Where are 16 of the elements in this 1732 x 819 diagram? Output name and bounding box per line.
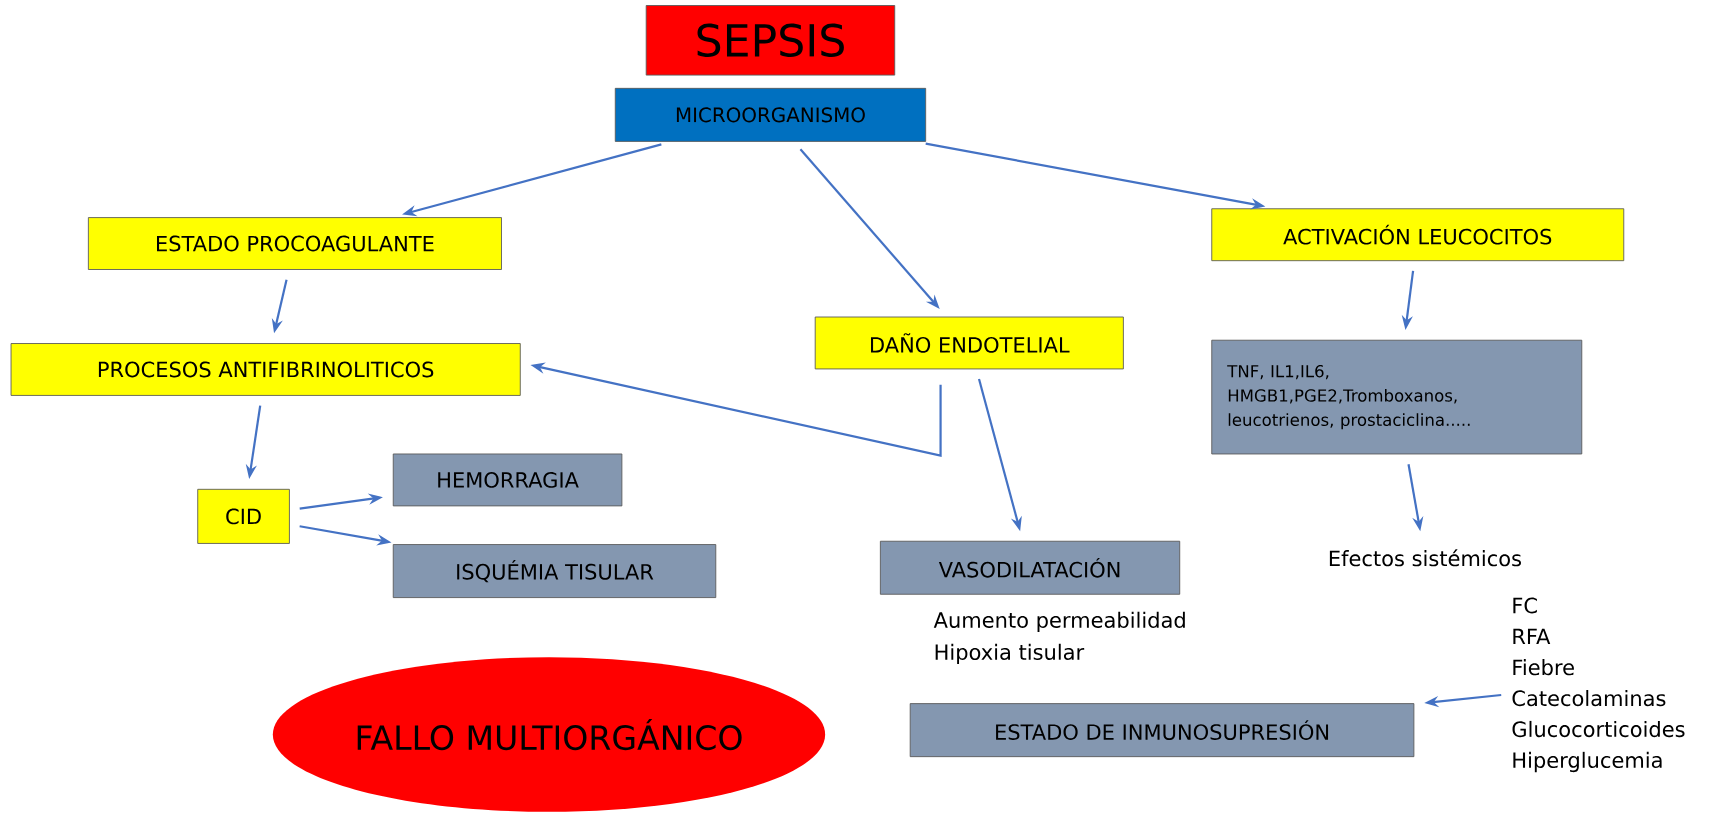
process-box: VASODILATACIÓN: [879, 541, 1181, 595]
text-label: Efectos sistémicos: [1329, 549, 1521, 567]
process-box: ESTADO PROCOAGULANTE: [87, 217, 502, 271]
process-box: ESTADO DE INMUNOSUPRESIÓN: [909, 703, 1415, 758]
process-box: PROCESOS ANTIFIBRINOLITICOS: [10, 343, 521, 397]
process-box: ISQUÉMIA TISULAR: [392, 544, 717, 599]
note-text: Aumento permeabilidad: [933, 612, 1185, 633]
process-box: MICROORGANISMO: [614, 88, 927, 143]
mediator-box: TNF, IL1,IL6, HMGB1,PGE2,Tromboxanos, leucotrienos, prostaciclina.....: [1211, 340, 1583, 455]
process-box: DAÑO ENDOTELIAL: [814, 316, 1124, 370]
title-box: SEPSIS: [645, 5, 896, 76]
note-text: Hipoxia tisular: [935, 644, 1085, 665]
process-box: CID: [197, 489, 290, 545]
process-box: HEMORRAGIA: [392, 453, 623, 507]
text-list: FC RFA Fiebre Catecolaminas Glucocorticoides Hiperglucemia: [1512, 597, 1685, 773]
process-box: ACTIVACIÓN LEUCOCITOS: [1211, 208, 1625, 262]
